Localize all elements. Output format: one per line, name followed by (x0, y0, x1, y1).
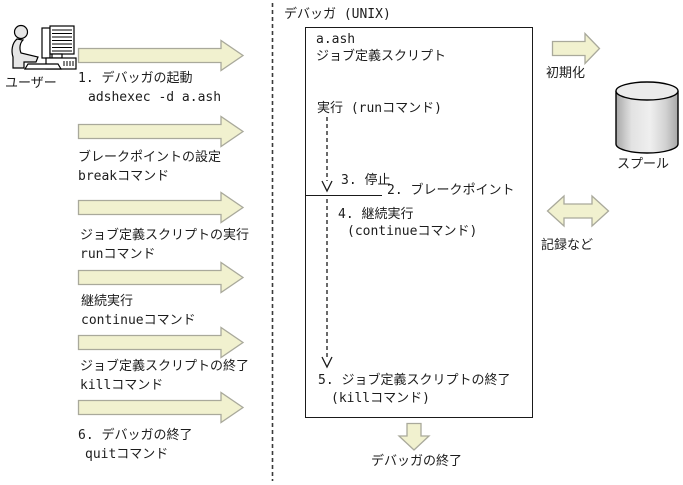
step-1-command: adshexec -d a.ash (88, 90, 222, 105)
script-end-label-line2: (killコマンド) (331, 391, 430, 406)
step-label-4: 継続実行 continueコマンド (81, 292, 196, 330)
step-2-title: ブレークポイントの設定 (78, 150, 222, 165)
step-label-2: ブレークポイントの設定 breakコマンド (78, 148, 221, 186)
step-3-command: runコマンド (80, 247, 156, 262)
flow-arrow-1 (77, 39, 245, 72)
step-3-title: ジョブ定義スクリプトの実行 (80, 228, 250, 243)
script-end-label-line1: 5. ジョブ定義スクリプトの終了 (318, 373, 511, 388)
init-arrow (551, 31, 601, 66)
user-label: ユーザー (5, 76, 57, 91)
step-6-command: quitコマンド (85, 447, 169, 462)
continue-label-line2: (continueコマンド) (347, 224, 478, 239)
breakpoint-label: 2. ブレークポイント (387, 183, 515, 198)
step-label-3: ジョブ定義スクリプトの実行 runコマンド (80, 226, 249, 264)
user-debugger-separator (271, 3, 274, 481)
step-label-1: 1. デバッガの起動 adshexec -d a.ash (78, 69, 221, 107)
flow-arrow-6 (77, 391, 245, 424)
record-double-arrow (546, 194, 610, 228)
debugger-end-label: デバッガの終了 (371, 454, 463, 469)
execution-arrow-lower (321, 199, 333, 369)
step-1-title: 1. デバッガの起動 (78, 71, 193, 86)
record-label: 記録など (541, 238, 594, 253)
step-6-title: 6. デバッガの終了 (78, 428, 193, 443)
step-4-title: 継続実行 (81, 294, 134, 309)
user-at-computer-icon (11, 24, 77, 70)
script-name: a.ash (316, 32, 356, 47)
debugger-title: デバッガ (UNIX) (284, 7, 391, 22)
script-label: ジョブ定義スクリプト (316, 49, 447, 64)
execution-arrow-upper (321, 117, 333, 193)
step-label-5: ジョブ定義スクリプトの終了 killコマンド (80, 357, 249, 395)
debugger-end-arrow (397, 422, 431, 451)
stop-label: 3. 停止 (341, 173, 391, 188)
flow-arrow-5 (77, 326, 245, 359)
flow-arrow-3 (77, 191, 245, 224)
step-label-6: 6. デバッガの終了 quitコマンド (78, 426, 192, 464)
step-5-title: ジョブ定義スクリプトの終了 (80, 359, 250, 374)
step-4-command: continueコマンド (81, 313, 196, 328)
job-script-box (305, 27, 533, 418)
breakpoint-line (306, 195, 382, 196)
flow-arrow-4 (77, 261, 245, 294)
flow-arrow-2 (77, 115, 245, 148)
spool-label: スプール (617, 157, 670, 172)
continue-label-line1: 4. 継続実行 (338, 207, 414, 222)
init-label: 初期化 (546, 66, 586, 81)
step-2-command: breakコマンド (78, 169, 170, 184)
step-5-command: killコマンド (80, 378, 164, 393)
run-label: 実行 (runコマンド) (317, 101, 442, 116)
spool-cylinder-icon (615, 81, 679, 154)
